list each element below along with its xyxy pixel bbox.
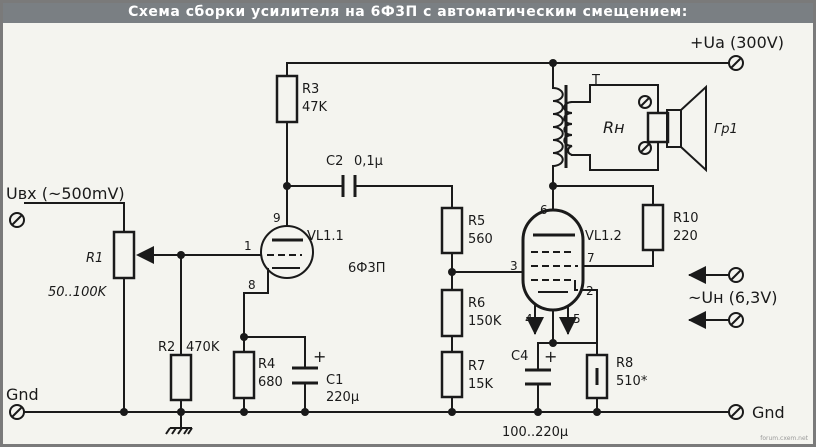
load-body [646,111,670,144]
label-heater: ~Uн (6,3V) [688,288,778,307]
vl11-triode [260,225,314,279]
c1-polarity: + [313,347,326,366]
r10-wire-bottom [579,249,654,267]
junction-dot [593,408,601,416]
pin-1: 1 [244,239,252,253]
label-load: Rн [603,118,625,137]
cathode2-wire [577,289,598,356]
pin-9: 9 [273,211,281,225]
label-r7-name: R7 [468,359,485,374]
label-r7-value: 15K [468,377,494,392]
transformer-primary [552,87,564,167]
label-r1-value: 50..100K [48,285,108,300]
junction-dot [240,333,248,341]
vl12-pentode [521,208,585,312]
diagram-title: Схема сборки усилителя на 6Ф3П с автомат… [128,4,688,20]
watermark: forum.cxem.net [760,435,808,442]
label-c2-name: C2 [326,154,343,169]
r10-wire-top [552,185,654,206]
load-wire-bottom [644,141,659,171]
c2-wire-right [355,185,453,209]
label-uin: Uвх (~500mV) [6,184,125,203]
r4-body [232,350,256,400]
pin-7: 7 [587,251,595,265]
r5-body [440,206,464,255]
pin-4: 4 [525,312,533,326]
r3-body [275,74,299,124]
pin-8: 8 [248,278,256,292]
label-r5-name: R5 [468,214,485,229]
junction-dot [448,268,456,276]
junction-dot [448,408,456,416]
junction-dot [549,182,557,190]
pin-6: 6 [540,203,548,217]
label-r4-name: R4 [258,357,275,372]
label-r3-name: R3 [302,82,319,97]
junction-dot [549,59,557,67]
junction-dot [549,339,557,347]
r2-body [169,353,193,402]
ground-symbol [165,412,193,435]
label-r1-name: R1 [86,251,103,266]
label-tube-type: 6Ф3П [348,261,386,276]
cathode1-wire [243,274,269,338]
label-vl11: VL1.1 [307,229,344,244]
c4-wire [537,306,554,371]
label-r3-value: 47K [302,100,328,115]
label-r4-value: 680 [258,375,283,390]
label-vl12: VL1.2 [585,229,622,244]
label-r6-name: R6 [468,296,485,311]
junction-dot [120,408,128,416]
label-c1-name: C1 [326,373,343,388]
pin-3: 3 [510,259,518,273]
label-ua: +Ua (300V) [690,33,784,52]
label-r5-value: 560 [468,232,493,247]
c1-wire [243,336,306,369]
secondary-wire [571,84,646,103]
r7-body [440,350,464,399]
r10-body [641,203,665,252]
label-speaker: Гр1 [714,122,738,137]
label-c1-value: 220µ [326,390,359,405]
label-r8-value: 510* [616,374,648,389]
label-r6-value: 150K [468,314,502,329]
label-c4-value: 100..220µ [502,425,568,440]
label-c4-name: C4 [511,349,528,364]
pin-5: 5 [573,312,581,326]
load-wire-top [644,84,659,114]
label-transformer: T [591,73,600,88]
junction-dot [283,182,291,190]
speaker-cone [680,84,707,173]
label-gnd-right: Gnd [752,403,785,422]
label-r2-value: 470K [186,340,220,355]
label-r10-value: 220 [673,229,698,244]
input-wire [24,202,125,233]
r6-body [440,288,464,338]
junction-dot [301,408,309,416]
label-r10-name: R10 [673,211,699,226]
label-gnd-left: Gnd [6,385,39,404]
c4-polarity: + [544,347,557,366]
secondary-wire-2 [571,154,646,171]
speaker-magnet [666,109,682,148]
junction-dot [534,408,542,416]
title-bar: Схема сборки усилителя на 6Ф3П с автомат… [3,3,813,23]
junction-dot [240,408,248,416]
transformer-secondary [563,101,573,156]
junction-dot [177,251,185,259]
pin-2: 2 [586,284,594,298]
r1-body [112,230,136,280]
label-c2-value: 0,1µ [354,154,383,169]
label-r2-name: R2 [158,340,175,355]
label-r8-name: R8 [616,356,633,371]
